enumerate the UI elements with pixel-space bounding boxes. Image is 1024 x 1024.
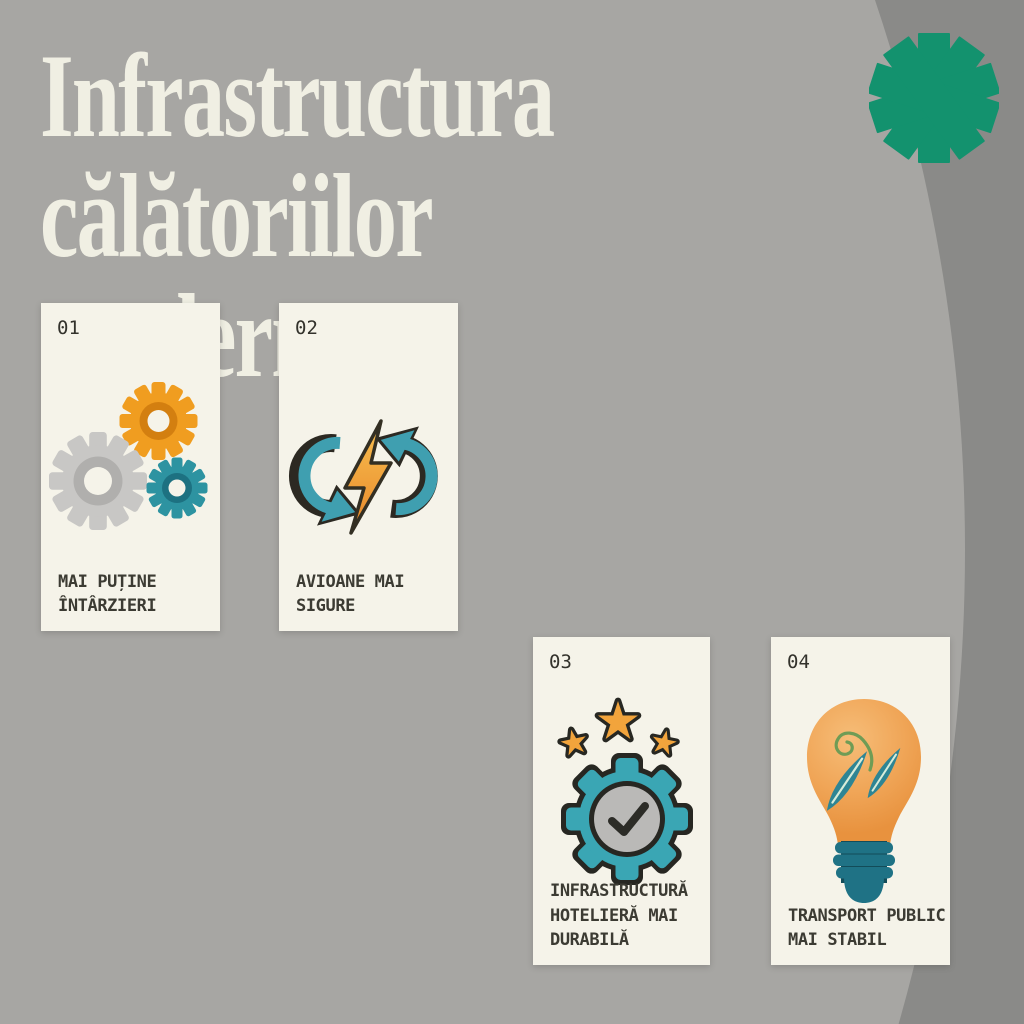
card-label: INFRASTRUCTURĂ HOTELIERĂ MAI DURABILĂ xyxy=(550,881,688,951)
card-label: AVIOANE MAI SIGURE xyxy=(296,571,405,617)
eco-lightbulb-icon xyxy=(807,699,921,903)
card-safer-planes: 02 AVIOANE MAI SIGURE xyxy=(279,303,458,631)
card-label: MAI PUȚINE ÎNTÂRZIERI xyxy=(58,571,157,617)
card-durable-hotel-infrastructure: 03 xyxy=(533,637,710,965)
card-number: 03 xyxy=(549,651,572,673)
card-number: 04 xyxy=(787,651,810,673)
gears-icon xyxy=(49,382,208,530)
quality-gear-stars-icon xyxy=(557,697,693,885)
asterisk-icon xyxy=(869,33,999,163)
card-number: 02 xyxy=(295,317,318,339)
card-fewer-delays: 01 xyxy=(41,303,220,631)
energy-cycle-icon xyxy=(288,419,438,535)
card-number: 01 xyxy=(57,317,80,339)
card-label: TRANSPORT PUBLIC MAI STABIL xyxy=(788,905,946,951)
card-stable-public-transport: 04 xyxy=(771,637,950,965)
